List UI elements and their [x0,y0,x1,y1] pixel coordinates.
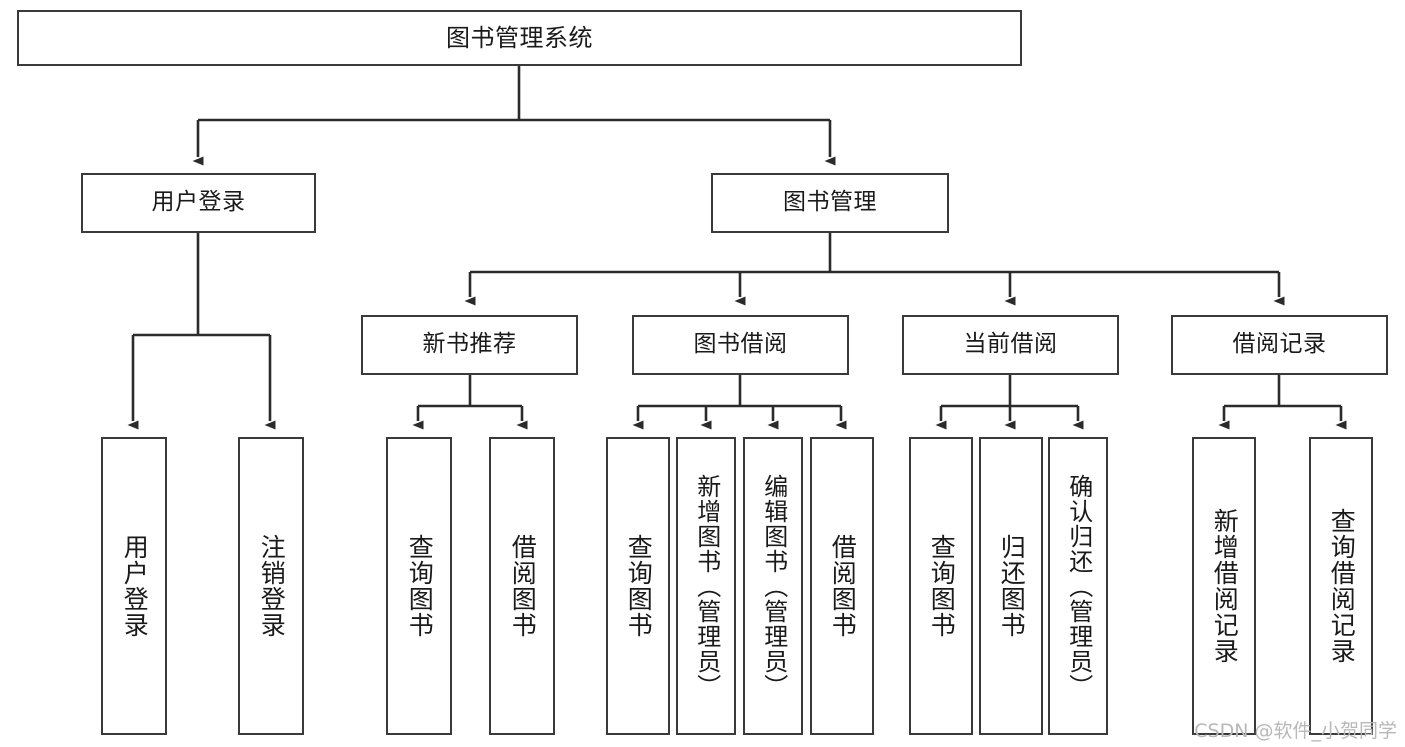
node-current-borrow[interactable]: 当前借阅 [902,315,1119,375]
node-book-borrow-label: 图书借阅 [693,331,788,358]
node-leaf-add-book[interactable]: 新增图书（管理员） [676,437,736,735]
node-leaf-borrow-book-2[interactable]: 借阅图书 [810,437,874,735]
node-current-borrow-label: 当前借阅 [963,331,1058,358]
node-root-label: 图书管理系统 [446,23,593,52]
node-leaf-query-book-3-label: 查询图书 [927,534,957,638]
node-book-manage-label: 图书管理 [783,189,877,216]
node-leaf-query-book-1[interactable]: 查询图书 [386,437,452,735]
node-leaf-edit-book-label: 编辑图书（管理员） [759,473,788,699]
node-user-login-label: 用户登录 [151,189,246,216]
node-leaf-add-record-label: 新增借阅记录 [1210,508,1240,664]
node-book-borrow[interactable]: 图书借阅 [632,315,849,375]
node-leaf-logout-label: 注销登录 [257,534,287,638]
node-leaf-query-book-3[interactable]: 查询图书 [909,437,973,735]
node-leaf-user-login[interactable]: 用户登录 [101,437,167,735]
node-leaf-query-record-label: 查询借阅记录 [1327,508,1357,664]
node-new-book-recommend[interactable]: 新书推荐 [361,315,578,375]
node-new-book-recommend-label: 新书推荐 [422,331,517,358]
node-leaf-query-book-2[interactable]: 查询图书 [606,437,670,735]
node-borrow-record[interactable]: 借阅记录 [1171,315,1388,375]
node-leaf-add-record[interactable]: 新增借阅记录 [1192,437,1256,735]
node-borrow-record-label: 借阅记录 [1232,331,1327,358]
node-leaf-borrow-book-1[interactable]: 借阅图书 [489,437,555,735]
node-leaf-confirm-return[interactable]: 确认归还（管理员） [1048,437,1108,735]
node-root[interactable]: 图书管理系统 [17,10,1022,66]
node-leaf-query-record[interactable]: 查询借阅记录 [1309,437,1373,735]
node-leaf-logout[interactable]: 注销登录 [238,437,304,735]
node-leaf-borrow-book-2-label: 借阅图书 [828,534,858,638]
node-leaf-edit-book[interactable]: 编辑图书（管理员） [743,437,803,735]
node-leaf-user-login-label: 用户登录 [120,534,150,638]
node-leaf-query-book-1-label: 查询图书 [405,534,435,638]
csdn-watermark: CSDN @软件_小贺同学 [1194,720,1397,742]
node-leaf-add-book-label: 新增图书（管理员） [692,473,721,699]
node-leaf-confirm-return-label: 确认归还（管理员） [1064,473,1093,699]
node-leaf-return-book-label: 归还图书 [997,534,1027,638]
node-book-manage[interactable]: 图书管理 [711,173,949,233]
node-leaf-query-book-2-label: 查询图书 [624,534,654,638]
node-user-login[interactable]: 用户登录 [81,173,316,233]
node-leaf-return-book[interactable]: 归还图书 [979,437,1043,735]
node-leaf-borrow-book-1-label: 借阅图书 [508,534,538,638]
